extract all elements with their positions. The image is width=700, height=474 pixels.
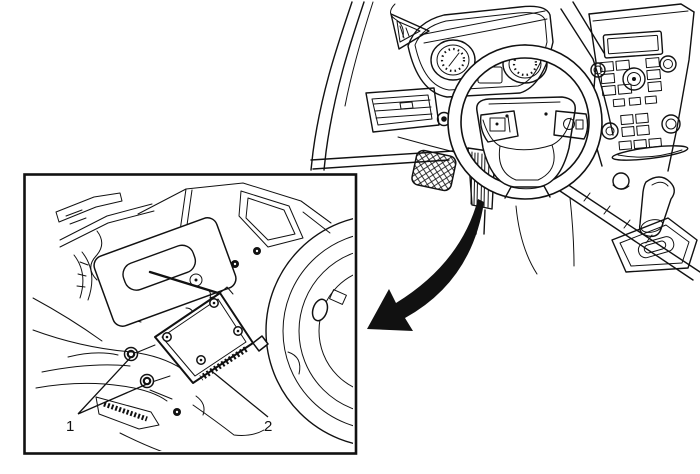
side-air-vent	[365, 87, 440, 133]
speedometer-gauge	[430, 39, 476, 81]
accelerator-pedal	[411, 149, 457, 192]
climate-knob-left	[601, 122, 619, 140]
radio-power-knob	[659, 55, 677, 73]
gear-shifter-knob	[638, 176, 675, 238]
pointer-arrow	[367, 199, 484, 331]
mounting-bolt	[123, 346, 139, 362]
vent-slider	[399, 101, 414, 110]
steering-wheel-rim	[447, 44, 603, 200]
mounting-bolt	[139, 373, 155, 389]
module-mounting-bracket	[93, 217, 237, 327]
steering-wheel-controls-left	[479, 110, 519, 143]
mounting-bolts	[123, 344, 171, 389]
center-stack	[588, 3, 695, 172]
radio-display	[602, 30, 664, 59]
instrument-panel-overview	[310, 1, 700, 281]
callout-1-label: 1	[66, 418, 74, 435]
module-mounting-detail	[32, 182, 353, 451]
radio-volume-knob	[590, 62, 606, 78]
blower-housing	[265, 217, 353, 445]
tweeter-grille	[390, 13, 430, 50]
callout-leaders	[77, 356, 269, 418]
module-connector-pins	[199, 346, 248, 381]
steering-wheel-controls-right	[553, 110, 589, 140]
radio-buttons	[599, 57, 663, 108]
callout-2-label: 2	[264, 418, 272, 435]
control-module	[154, 286, 269, 384]
module-latch-tab	[252, 335, 269, 352]
callout-1-leader	[77, 356, 148, 415]
a-pillar-and-door	[310, 1, 454, 171]
climate-buttons	[618, 112, 662, 151]
center-console-and-shifter	[559, 172, 700, 281]
radio-tune-knob	[622, 67, 646, 91]
under-dash-structure	[55, 182, 332, 323]
airbag-cover	[476, 96, 576, 188]
module-screws	[162, 298, 243, 365]
climate-knob-right	[661, 114, 681, 134]
callout-2-leader	[213, 372, 269, 418]
floor-and-carpet-lines	[32, 297, 265, 451]
lower-spokes	[504, 185, 551, 199]
shifter-base-plate	[611, 217, 698, 273]
steering-wheel	[447, 44, 603, 200]
dash-trim-strip	[611, 145, 689, 161]
